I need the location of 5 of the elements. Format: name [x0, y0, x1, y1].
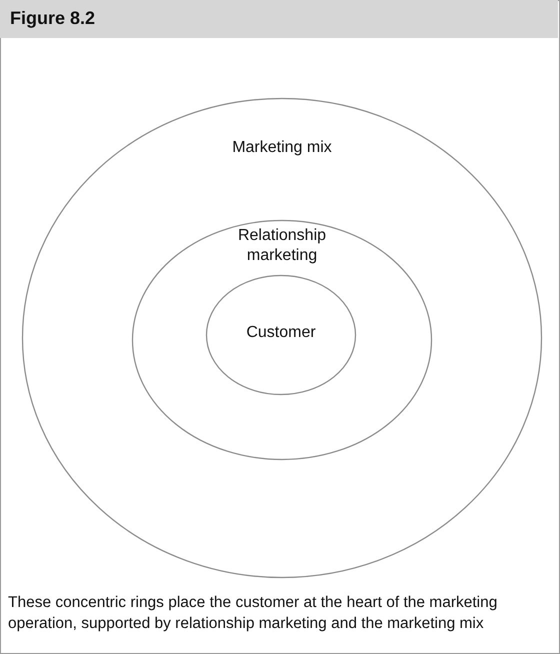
ring-label: Marketing mix — [231, 138, 333, 158]
figure-title: Figure 8.2 — [10, 8, 96, 29]
ring-label: Relationship marketing — [236, 226, 328, 266]
caption: These concentric rings place the customer at the heart of the marketing operation, supported by relationship marketing and the marketing mix — [8, 593, 498, 634]
ring-label: Customer — [245, 323, 317, 343]
